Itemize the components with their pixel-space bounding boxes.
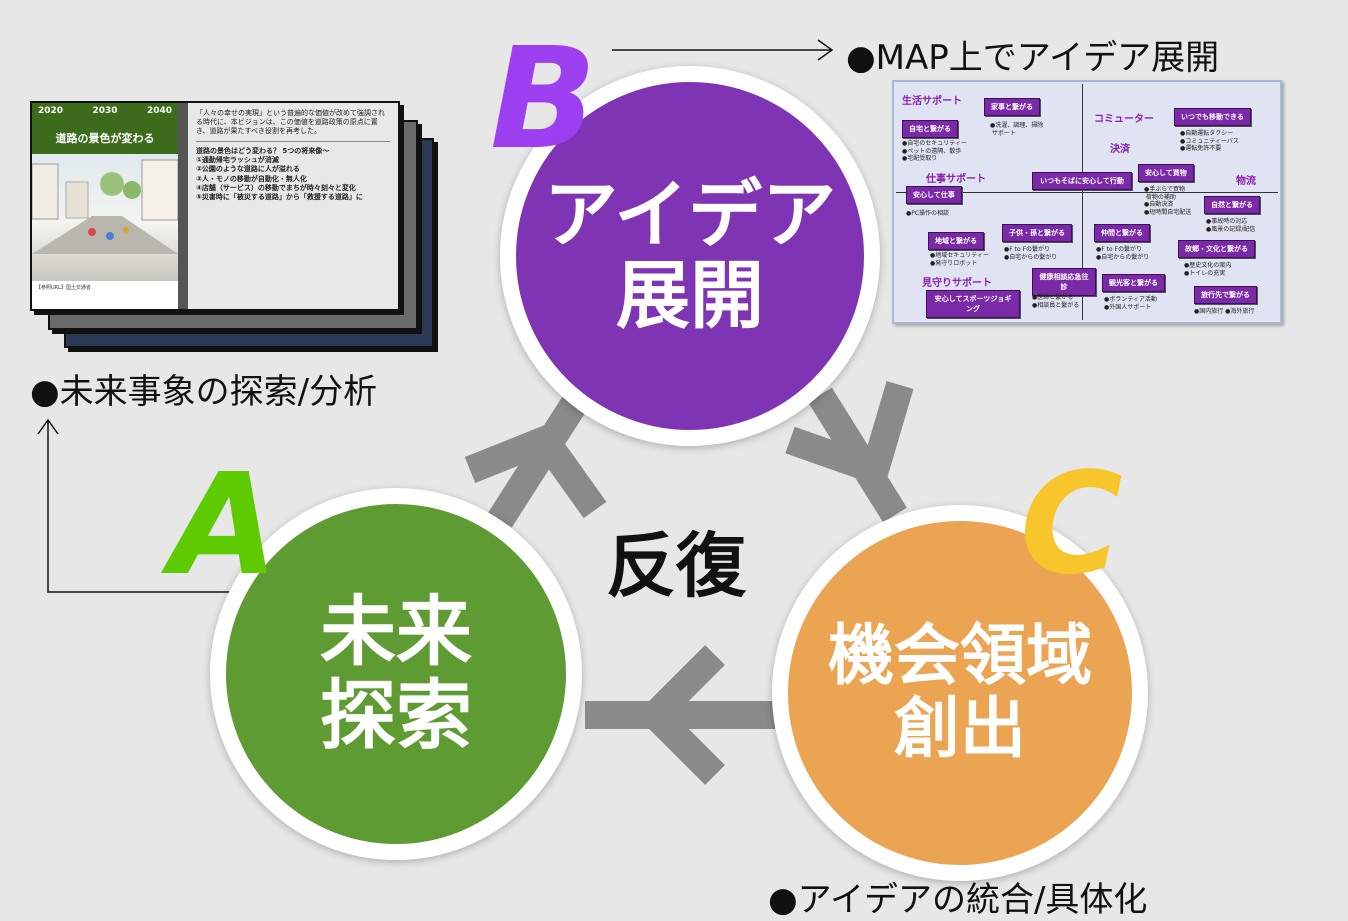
map-category: コミューター: [1094, 114, 1154, 125]
map-category: 生活サポート: [902, 96, 962, 107]
arrow-b-to-c: [785, 381, 914, 523]
node-b-line1: アイデア: [543, 171, 837, 258]
map-note: ●F to Fの繋がり ●自宅からの繋がり: [1004, 246, 1058, 261]
map-tag: 故郷・文化と繋がる: [1178, 240, 1255, 258]
node-c-line1: 機会領域: [828, 617, 1092, 695]
center-label-iteration: 反復: [606, 525, 746, 607]
letter-c: C: [1020, 443, 1123, 606]
slide-right-panel: 「人々の幸せの実現」という普遍的な価値が改めて強調される時代に、本ビジョンは、こ…: [188, 103, 398, 309]
map-note: ●自宅のセキュリティー ●ペットの遠隔、散歩 ●宅配受取り: [902, 140, 967, 162]
map-note: ●自動運転タクシー ●コミュニティーバス ●運転免許不要: [1180, 130, 1239, 152]
map-category: 物流: [1236, 176, 1256, 187]
map-tag: 旅行先で繋がる: [1194, 286, 1257, 304]
map-tag: 家事と繋がる: [984, 98, 1040, 116]
map-note: ●PC操作の相談: [906, 210, 950, 217]
map-note: ●歴史文化の案内 ●トイレの充実: [1184, 262, 1232, 277]
callout-arrow-b: [612, 39, 834, 61]
slide-footer: 【参照URL】国土交通省: [32, 281, 178, 309]
map-axis-horizontal: [896, 192, 1278, 193]
map-tag: 地域と繋がる: [928, 232, 984, 250]
letter-b: B: [490, 18, 597, 181]
idea-map: 生活サポート コミューター 決済 仕事サポート 物流 見守りサポート 家事と繋が…: [892, 80, 1282, 324]
map-note: ●医師と繋がる ●相談員と繋がる: [1032, 294, 1080, 309]
map-tag: 安心してスポーツジョギング: [926, 290, 1020, 318]
slide-title: 道路の景色が変わる: [55, 132, 155, 145]
map-tag: 仲間と繋がる: [1094, 224, 1150, 242]
slide-point: ②公園のような道路に人が溢れる: [196, 165, 300, 174]
callout-arrow-a: [37, 418, 278, 593]
slide-point: ①通勤帰宅ラッシュが消滅: [196, 156, 279, 165]
arrow-c-to-a: [585, 645, 775, 785]
map-tag: 自宅と繋がる: [902, 120, 958, 138]
slide-years: 2020 2030 2040: [32, 103, 178, 116]
street-illustration-image: [32, 154, 178, 281]
node-b-line2: 展開: [616, 253, 764, 339]
caption-c: ●アイデアの統合/具体化: [768, 880, 1148, 920]
map-tag: 安心して仕事: [906, 186, 962, 204]
slide-left-panel: 2020 2030 2040 道路の景色が変わる 【参照URL】国土交通省: [32, 103, 178, 309]
map-note: ●地域セキュリティー ●発守りロボット: [930, 252, 989, 267]
map-note: ●ボランティア活動 ●外国人サポート: [1104, 296, 1157, 311]
map-note: ●手ぶらで買物 荷物の補助 ●自動決済 ●短時間自宅配送: [1144, 186, 1192, 216]
slide-year: 2020: [38, 106, 64, 116]
arrow-a-to-b: [464, 387, 607, 528]
map-note: ●洗濯、調理、掃除 サポート: [990, 122, 1044, 137]
street-illustration-icon: [32, 159, 178, 254]
slide-intro: 「人々の幸せの実現」という普遍的な価値が改めて強調される時代に、本ビジョンは、こ…: [196, 109, 385, 136]
slide-divider-bar: [178, 103, 188, 309]
map-note: ●国内旅行 ●海外旅行: [1194, 308, 1255, 315]
map-tag: 健康相談応急往診: [1032, 268, 1096, 296]
slide-year: 2030: [92, 106, 118, 116]
node-c-line2: 創出: [894, 690, 1026, 767]
slide-year: 2040: [146, 106, 172, 116]
map-tag: 子供・孫と繋がる: [1002, 224, 1072, 242]
slide-point: ③人・モノの移動が自動化・無人化: [196, 174, 307, 183]
slide-point: ④店舗（サービス）の移動でまちが時々刻々と変化: [196, 183, 356, 192]
caption-b: ●MAP上でアイデア展開: [846, 38, 1220, 78]
map-tag: いつでも移動できる: [1174, 108, 1251, 126]
node-a-line1: 未来: [320, 587, 472, 677]
slide-heading: 道路の景色はどう変わる？ 5つの将来像～: [196, 147, 330, 156]
map-tag: 安心して買物: [1138, 164, 1194, 182]
map-note: ●事故時の対応 ●風景の記録/配信: [1206, 218, 1256, 233]
node-a-line2: 探索: [320, 671, 472, 760]
letter-a: A: [170, 444, 278, 607]
slide-point: ⑤災害時に「被災する道路」から「救援する道路」に: [196, 192, 363, 201]
map-tag: 自然と繋がる: [1204, 196, 1260, 214]
map-axis-vertical: [1082, 84, 1083, 320]
map-note: ●F to Fの繋がり ●自宅からの繋がり: [1096, 246, 1150, 261]
map-tag: いつもそばに安心して行動: [1032, 172, 1132, 190]
map-category: 見守りサポート: [922, 278, 992, 289]
slide-main: 2020 2030 2040 道路の景色が変わる 【参照URL】国土交通省 「人…: [30, 101, 400, 311]
map-tag: 観光客と繋がる: [1102, 274, 1165, 292]
caption-a: ●未来事象の探索/分析: [30, 372, 378, 412]
map-category: 決済: [1110, 144, 1130, 155]
map-category: 仕事サポート: [926, 174, 986, 185]
